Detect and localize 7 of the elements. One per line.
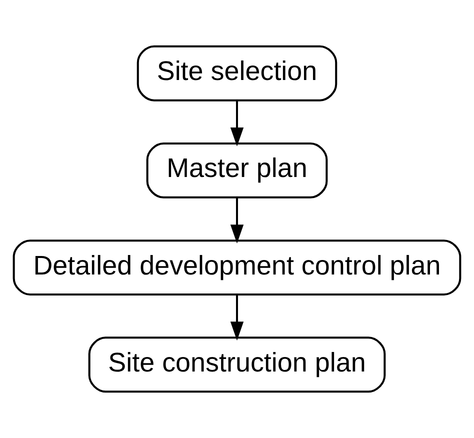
arrow [230,294,244,341]
node-box: Detailed development control plan [12,240,462,296]
arrow [230,100,244,146]
node-box: Site construction plan [88,336,386,393]
node-box: Master plan [146,142,328,198]
arrow [230,198,244,244]
node-box: Site selection [136,45,338,102]
